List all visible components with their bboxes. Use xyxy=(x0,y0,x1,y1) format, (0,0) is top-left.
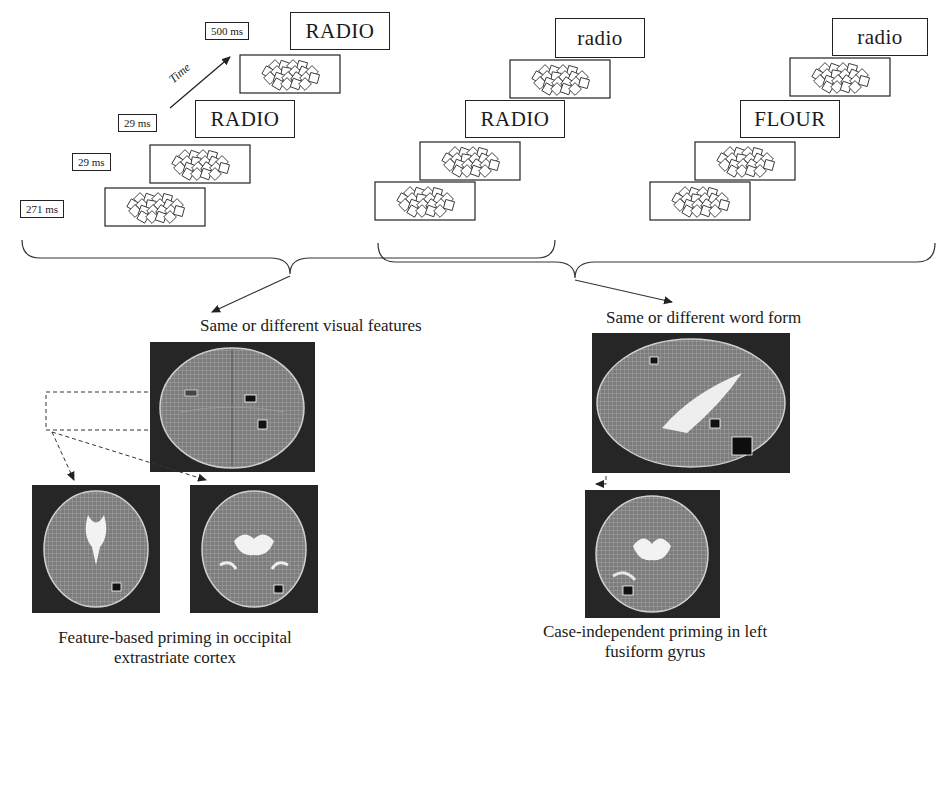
leader-lines xyxy=(46,392,606,484)
stimulus-screen: radio xyxy=(555,18,645,58)
brain-scan xyxy=(190,485,318,613)
word-text: FLOUR xyxy=(754,107,825,132)
duration-text: 271 ms xyxy=(26,203,58,215)
duration-box: 29 ms xyxy=(72,153,111,171)
grouping-brackets xyxy=(22,240,935,312)
brain-scan xyxy=(32,485,160,613)
duration-box: 271 ms xyxy=(20,200,64,218)
word-text: RADIO xyxy=(481,107,550,132)
duration-box: 500 ms xyxy=(205,22,249,40)
brain-scan xyxy=(592,333,790,473)
figure-caption: Feature-based priming in occipital extra… xyxy=(50,628,300,669)
duration-text: 500 ms xyxy=(211,25,243,37)
word-text: RADIO xyxy=(306,19,375,44)
stimulus-screen: radio xyxy=(832,18,928,56)
word-text: RADIO xyxy=(211,107,280,132)
condition-caption: Same or different visual features xyxy=(200,316,422,336)
word-text: radio xyxy=(577,26,623,51)
stimulus-screen: RADIO xyxy=(465,100,565,138)
stimulus-screen: FLOUR xyxy=(740,100,840,138)
duration-text: 29 ms xyxy=(78,156,105,168)
mask-screens xyxy=(105,55,890,226)
brain-scan xyxy=(150,342,315,472)
brain-scan xyxy=(585,490,720,618)
axis-label: Time xyxy=(166,60,193,86)
word-text: radio xyxy=(857,25,903,50)
figure-caption: Case-independent priming in left fusifor… xyxy=(535,622,775,663)
duration-text: 29 ms xyxy=(124,117,151,129)
stimulus-screen: RADIO xyxy=(195,100,295,138)
duration-box: 29 ms xyxy=(118,114,157,132)
stimulus-screen: RADIO xyxy=(290,12,390,50)
condition-caption: Same or different word form xyxy=(606,308,801,328)
